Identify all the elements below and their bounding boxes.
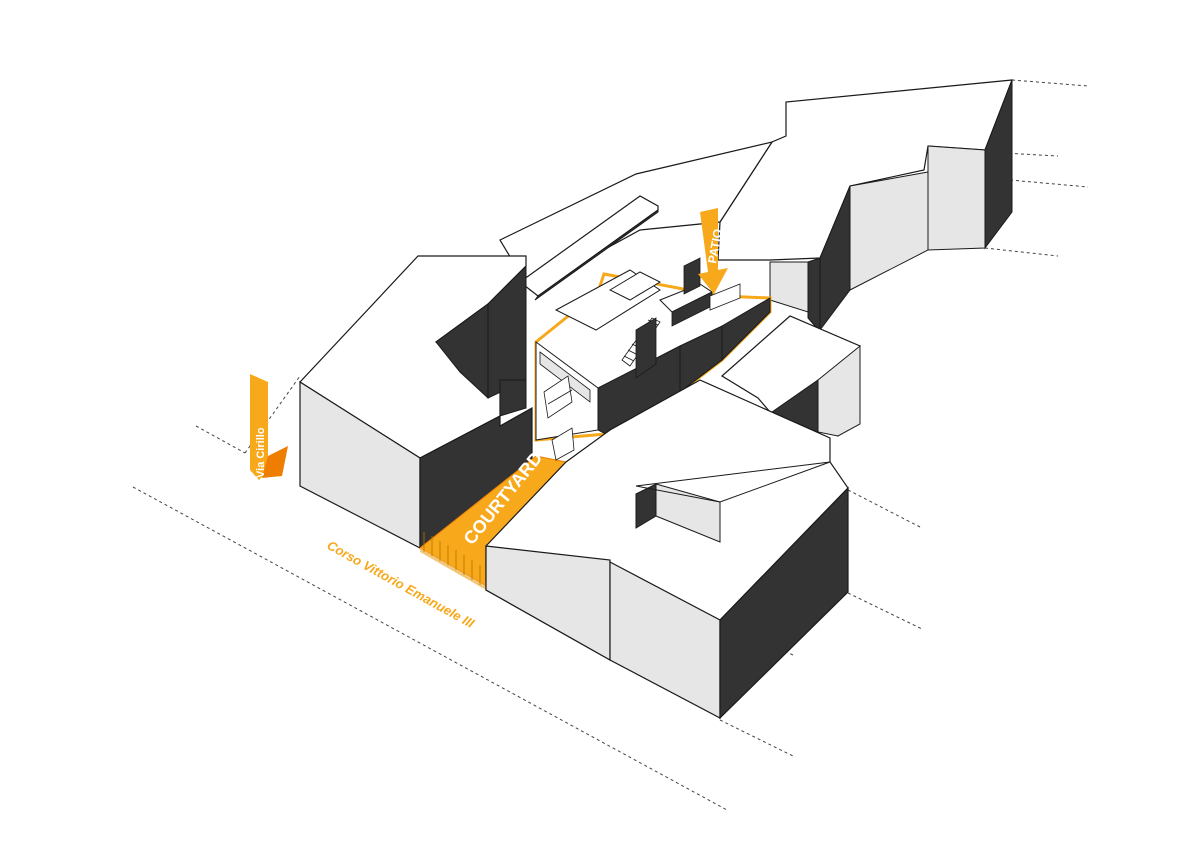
building-east-middle [720,315,861,437]
via-cirillo-marker: Via Cirillo [250,374,288,480]
building-west [299,255,533,549]
label-patio: PATIO [705,228,725,265]
house-central [534,257,772,461]
label-via-cirillo: Via Cirillo [255,427,267,478]
back-wall-northwest [499,141,774,301]
patio-marker: PATIO [698,208,728,294]
back-building-north [717,79,1013,334]
courtyard-area [419,455,567,590]
building-southeast [485,379,849,720]
